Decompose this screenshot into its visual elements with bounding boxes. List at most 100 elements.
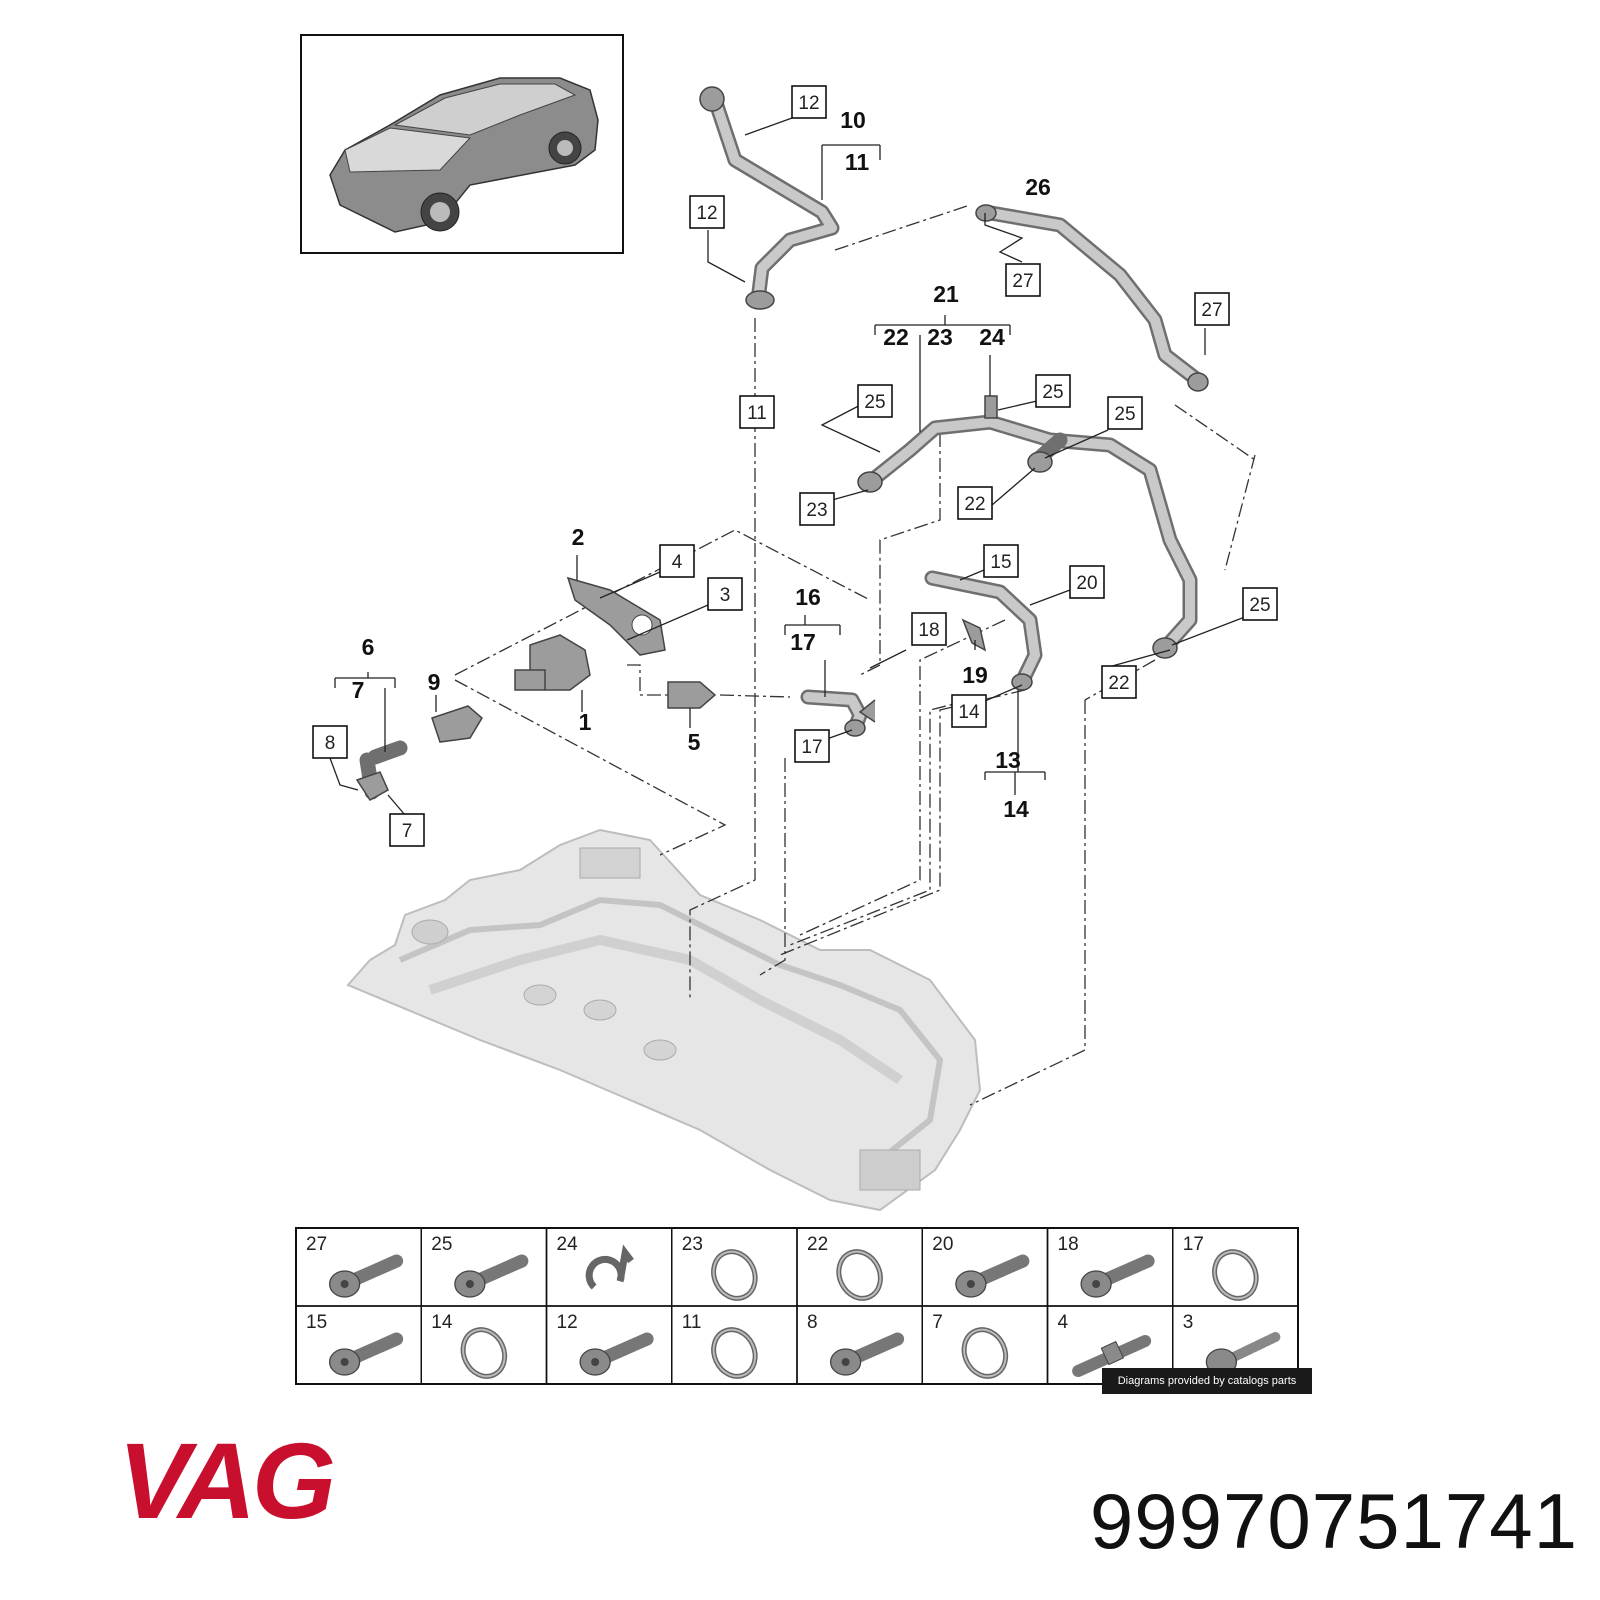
label-7: 7: [352, 677, 365, 703]
svg-text:12: 12: [798, 93, 819, 114]
label-14: 14: [1003, 796, 1029, 822]
o-ring-icon: [836, 1249, 883, 1301]
o-ring-icon: [711, 1249, 758, 1301]
bolt-icon: [955, 1254, 1030, 1298]
callout-8: 8: [312, 725, 348, 759]
svg-text:25: 25: [1114, 404, 1135, 425]
svg-text:20: 20: [1076, 573, 1097, 594]
callout-27: 27: [1005, 263, 1041, 297]
diagram-credit: Diagrams provided by catalogs parts: [1102, 1368, 1312, 1394]
hardware-number: 27: [306, 1234, 327, 1255]
brand-logo: VAG: [118, 1420, 336, 1541]
label-21: 21: [933, 281, 959, 307]
hardware-cell: 18: [1046, 1227, 1174, 1307]
hardware-number: 8: [807, 1312, 818, 1333]
hardware-number: 23: [682, 1234, 703, 1255]
callout-12: 12: [791, 85, 827, 119]
callout-25: 25: [1107, 396, 1143, 430]
svg-text:22: 22: [964, 494, 985, 515]
svg-text:15: 15: [990, 552, 1011, 573]
label-26: 26: [1025, 174, 1051, 200]
hardware-number: 25: [431, 1234, 452, 1255]
bolt-icon: [328, 1332, 404, 1376]
callout-12: 12: [689, 195, 725, 229]
label-9: 9: [428, 669, 441, 695]
routing-lines: [454, 204, 1256, 1106]
callout-11: 11: [739, 395, 775, 429]
callout-25: 25: [1242, 587, 1278, 621]
svg-text:12: 12: [696, 203, 717, 224]
callout-18: 18: [911, 612, 947, 646]
part-number: 99970751741: [1089, 1477, 1578, 1565]
callout-7: 7: [389, 813, 425, 847]
label-17: 17: [790, 629, 816, 655]
hardware-number: 20: [932, 1234, 953, 1255]
hardware-cell: 20: [921, 1227, 1049, 1307]
callout-15: 15: [983, 544, 1019, 578]
stud-icon: [1072, 1335, 1152, 1377]
label-2: 2: [572, 524, 585, 550]
label-23: 23: [927, 324, 953, 350]
svg-text:14: 14: [958, 702, 980, 723]
components: [355, 86, 1209, 801]
callout-4: 4: [659, 544, 695, 578]
callout-23: 23: [799, 492, 835, 526]
hardware-number: 22: [807, 1234, 828, 1255]
svg-text:25: 25: [864, 392, 885, 413]
bolt-icon: [328, 1254, 404, 1298]
hardware-cell: 25: [420, 1227, 548, 1307]
o-ring-icon: [1212, 1249, 1259, 1301]
label-16: 16: [795, 584, 821, 610]
label-10: 10: [840, 107, 866, 133]
hardware-cell: 15: [295, 1305, 422, 1385]
svg-text:11: 11: [747, 403, 767, 424]
hardware-number: 18: [1058, 1234, 1079, 1255]
svg-text:8: 8: [325, 733, 336, 754]
clip-icon: [585, 1244, 634, 1290]
svg-text:4: 4: [672, 552, 683, 573]
callout-14: 14: [951, 694, 987, 728]
hardware-number: 12: [557, 1312, 578, 1333]
label-1: 1: [579, 709, 592, 735]
svg-text:22: 22: [1108, 673, 1129, 694]
hardware-number: 15: [306, 1312, 327, 1333]
label-13: 13: [995, 747, 1021, 773]
callout-25: 25: [857, 384, 893, 418]
svg-text:27: 27: [1201, 300, 1222, 321]
svg-text:25: 25: [1042, 382, 1063, 403]
label-11: 11: [845, 149, 870, 175]
vehicle-thumbnail: [300, 34, 624, 254]
label-24: 24: [979, 324, 1005, 350]
hardware-number: 11: [682, 1312, 702, 1333]
svg-text:25: 25: [1249, 595, 1270, 616]
label-5: 5: [688, 729, 701, 755]
label-22: 22: [883, 324, 909, 350]
hardware-number: 7: [932, 1312, 943, 1333]
label-19: 19: [962, 662, 988, 688]
hardware-number: 3: [1183, 1312, 1194, 1333]
engine-block: [346, 828, 982, 1212]
callout-25: 25: [1035, 374, 1071, 408]
bold-callouts: 10 11 26 21 22 23 24 2 16 17 6 7 9 1 5 1…: [352, 107, 1051, 822]
leader-lines: [329, 117, 1251, 816]
hardware-number: 17: [1183, 1234, 1204, 1255]
svg-text:18: 18: [918, 620, 939, 641]
svg-text:27: 27: [1012, 271, 1033, 292]
hardware-number: 24: [557, 1234, 579, 1255]
hardware-number: 14: [431, 1312, 453, 1333]
callout-27: 27: [1194, 292, 1230, 326]
hardware-cell: 17: [1172, 1227, 1299, 1307]
boxed-callouts: 12 12 11 27 27 25 25 25 25 23 22 22 4 3 …: [312, 85, 1278, 847]
callout-22: 22: [957, 486, 993, 520]
svg-text:3: 3: [720, 585, 731, 606]
callout-3: 3: [707, 577, 743, 611]
callout-22: 22: [1101, 665, 1137, 699]
o-ring-icon: [711, 1327, 758, 1379]
svg-text:23: 23: [806, 500, 827, 521]
bolt-icon: [454, 1254, 529, 1298]
bolt-icon: [1080, 1254, 1155, 1298]
svg-text:7: 7: [402, 821, 413, 842]
bolt-icon: [579, 1332, 654, 1376]
